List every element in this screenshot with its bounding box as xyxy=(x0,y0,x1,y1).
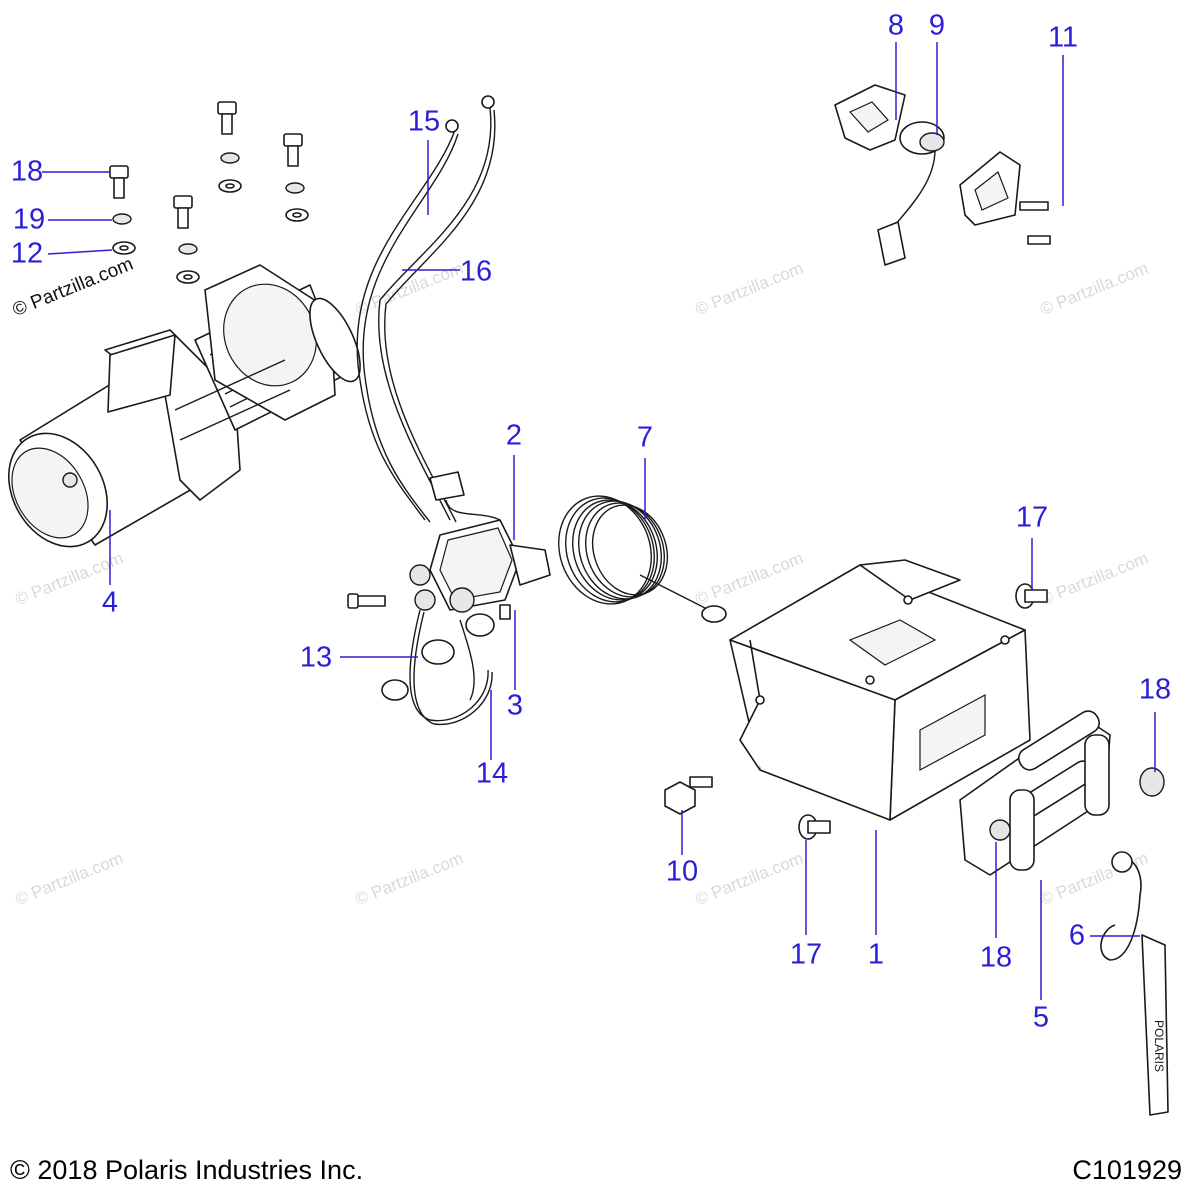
bolt-10 xyxy=(664,776,713,815)
callout-18-bottom: 18 xyxy=(979,941,1013,974)
callout-5: 5 xyxy=(1032,1001,1050,1034)
copyright-text: © 2018 Polaris Industries Inc. xyxy=(10,1155,364,1185)
callout-14: 14 xyxy=(475,757,509,790)
callout-11: 11 xyxy=(1047,21,1079,54)
bolt-19-group xyxy=(109,101,309,284)
mount-plate-1 xyxy=(729,559,1031,821)
callout-2: 2 xyxy=(505,419,523,452)
callout-6: 6 xyxy=(1068,919,1086,952)
contactor-2 xyxy=(409,471,551,613)
callout-9: 9 xyxy=(928,9,946,42)
callout-10: 10 xyxy=(665,855,699,888)
wire-harness-13-14 xyxy=(381,609,495,726)
callout-12: 12 xyxy=(10,237,44,270)
callout-18-right: 18 xyxy=(1138,673,1172,706)
callout-4: 4 xyxy=(101,586,119,619)
callout-17-bottom: 17 xyxy=(789,938,823,971)
leader-lines xyxy=(42,42,1156,1000)
callout-15: 15 xyxy=(407,105,441,138)
callout-8: 8 xyxy=(887,9,905,42)
callout-1: 1 xyxy=(867,938,885,971)
callout-20: 19 xyxy=(12,203,46,236)
callout-13: 13 xyxy=(299,641,333,674)
nut-18-right xyxy=(1139,767,1165,797)
callout-3: 3 xyxy=(506,689,524,722)
winch-assembly-4 xyxy=(8,264,361,548)
callout-16: 16 xyxy=(459,255,493,288)
switch-parts-8-9-11 xyxy=(834,84,1051,266)
roller-fairlead-5 xyxy=(959,710,1111,876)
bolt-17-bottom xyxy=(798,814,831,840)
battery-cables-15-16 xyxy=(356,95,496,523)
callout-7: 7 xyxy=(636,421,654,454)
callout-17-right: 17 xyxy=(1015,501,1049,534)
strap-label: POLARIS xyxy=(1152,1020,1166,1072)
bolt-17-right xyxy=(1015,583,1048,609)
bolt-3 xyxy=(347,593,511,620)
cable-coil-7 xyxy=(558,495,727,623)
diagram-id: C101929 xyxy=(1072,1155,1182,1185)
callout-19: 18 xyxy=(10,155,44,188)
hook-and-strap-6: POLARIS xyxy=(1100,851,1169,1116)
